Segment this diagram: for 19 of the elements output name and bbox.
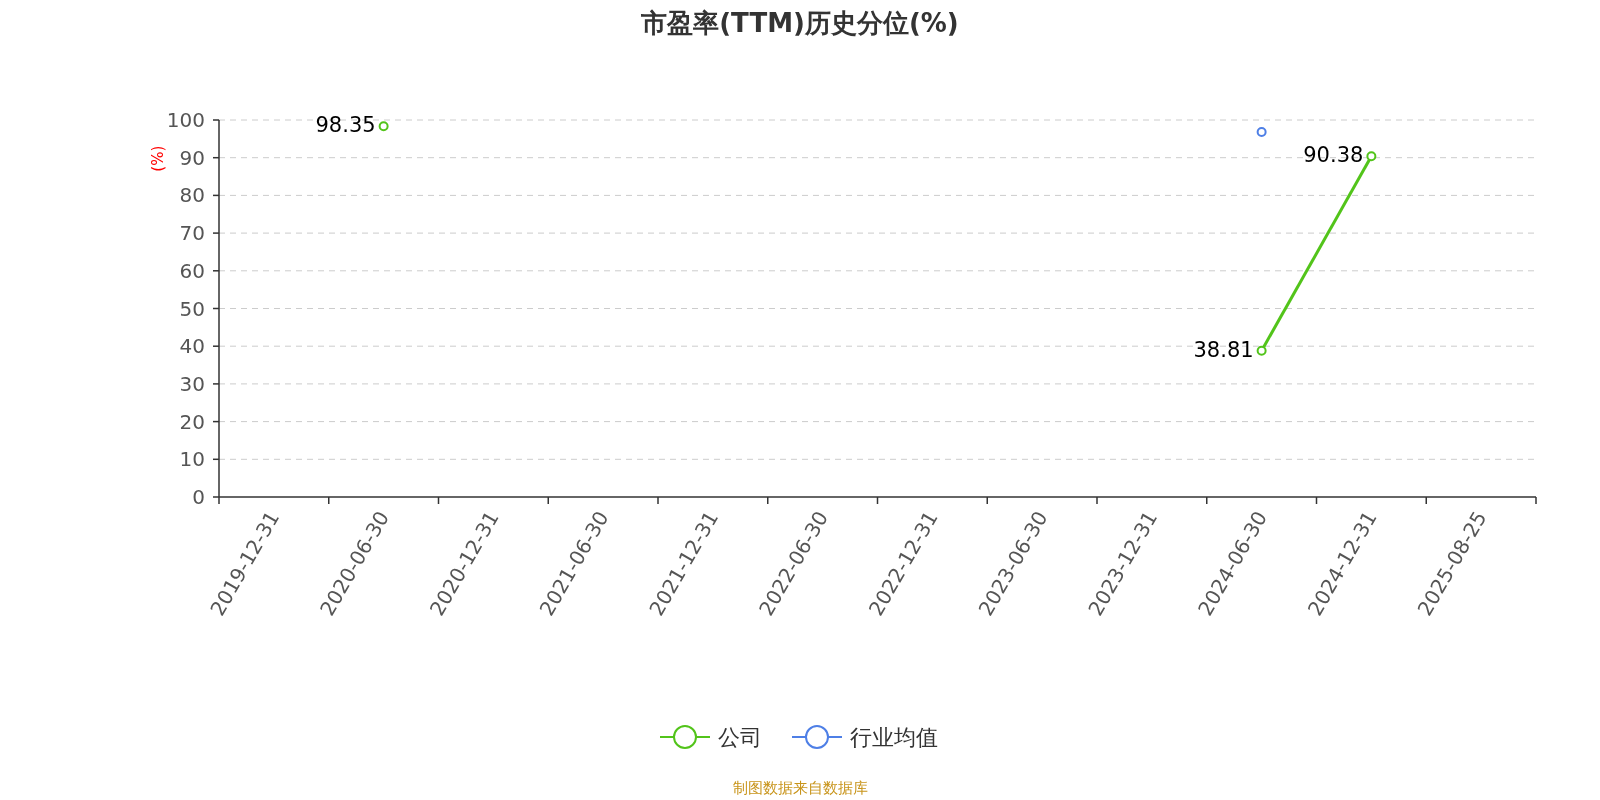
axis-tick-label: 30 xyxy=(179,371,205,396)
axis-title: (%) xyxy=(149,145,167,172)
data-label: 90.38 xyxy=(1303,143,1364,168)
axis-tick-label: 50 xyxy=(179,296,205,321)
legend-label: 行业均值 xyxy=(850,725,938,750)
axis-tick-label: 90 xyxy=(179,145,205,170)
axis-tick-label: 10 xyxy=(179,447,205,472)
data-label: 38.81 xyxy=(1193,337,1254,362)
chart-title: 市盈率(TTM)历史分位(%) xyxy=(641,7,959,40)
axis-tick-label: 0 xyxy=(192,485,205,509)
axis-tick-label: 20 xyxy=(179,409,205,434)
axis-tick-label: 60 xyxy=(179,258,205,283)
data-label: 98.35 xyxy=(315,113,376,138)
axis-tick-label: 80 xyxy=(179,183,205,208)
axis-tick-label: 70 xyxy=(179,221,205,246)
axis-tick-label: 100 xyxy=(166,108,205,132)
source-note: 制图数据来自数据库 xyxy=(732,779,868,798)
legend-label: 公司 xyxy=(718,725,762,750)
axis-tick-label: 40 xyxy=(179,334,205,359)
